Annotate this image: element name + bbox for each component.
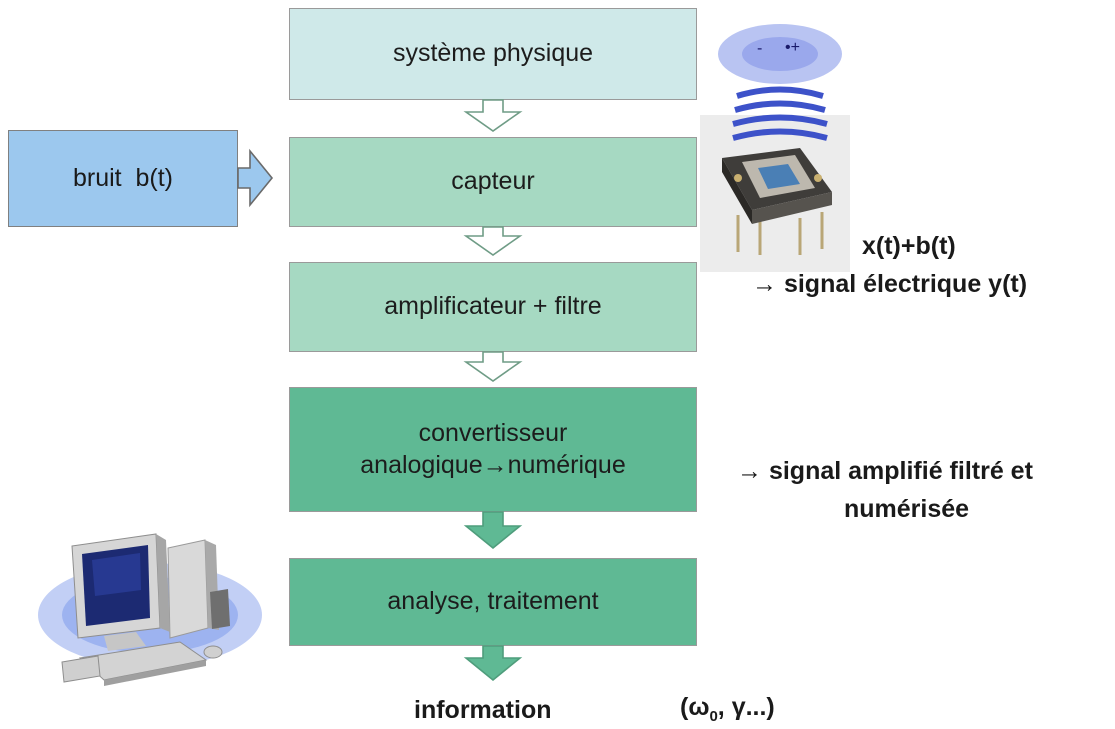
box-amplificateur-label: amplificateur + filtre <box>384 292 602 321</box>
box-analyse: analyse, traitement <box>289 558 697 646</box>
sensor-plus-charge: •+ <box>785 39 800 56</box>
arrow-right-noise <box>237 148 274 208</box>
box-convertisseur: convertisseur analogique→numérique <box>289 387 697 512</box>
box-convertisseur-line2: analogique→numérique <box>360 450 626 479</box>
annotation-amplified-line1: → signal amplifié filtré et <box>737 457 1033 485</box>
sensor-minus-charge: - <box>757 40 763 57</box>
annotation-information: information <box>414 696 552 724</box>
arrow-down-4 <box>463 511 523 550</box>
annotation-electric-signal: → signal électrique y(t) <box>752 270 1028 298</box>
parameters-close: , γ...) <box>717 693 775 721</box>
annotation-sum: x(t)+b(t) <box>862 232 956 260</box>
box-analyse-label: analyse, traitement <box>387 587 599 616</box>
arrow-down-5 <box>463 645 523 682</box>
parameters-sub: 0 <box>709 708 718 725</box>
box-convertisseur-line1: convertisseur <box>418 419 568 448</box>
arrow-down-3 <box>463 351 523 382</box>
parameters-open: (ω <box>680 693 710 721</box>
annotation-parameters: (ω0, γ...) <box>680 693 775 725</box>
noise-box: bruit b(t) <box>8 130 238 227</box>
noise-label: bruit b(t) <box>72 164 174 192</box>
arrow-down-1 <box>463 99 523 132</box>
sensor-photo-icon <box>700 24 850 272</box>
box-capteur-label: capteur <box>451 167 535 196</box>
box-systeme-label: système physique <box>392 39 594 68</box>
box-systeme-physique: système physique <box>289 8 697 100</box>
arrow-down-2 <box>463 226 523 256</box>
computer-icon <box>38 533 262 686</box>
annotation-amplified-line2: numérisée <box>844 495 970 523</box>
box-amplificateur: amplificateur + filtre <box>289 262 697 352</box>
